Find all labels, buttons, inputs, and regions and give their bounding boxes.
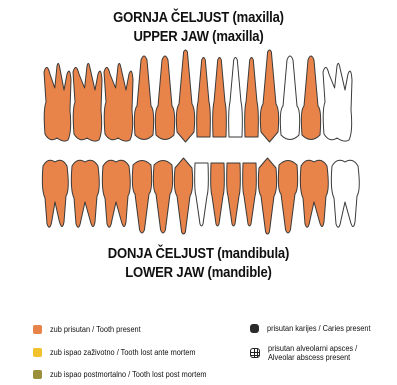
lower-tooth-7 [195,163,209,226]
upper-tooth-11 [260,50,278,142]
lower-tooth-8 [211,163,225,226]
lower-jaw-title-local: DONJA ČELJUST (mandibula) [20,246,377,262]
lower-tooth-9 [227,163,241,226]
lower-tooth-5 [153,161,172,234]
upper-tooth-14 [323,63,352,141]
lower-tooth-3 [102,160,130,227]
legend-caries-label: prisutan karijes / Caries present [267,324,371,333]
legend-abscess-label: prisutan alveolarni apsces / Alveolar ab… [268,344,357,362]
lower-tooth-4 [132,161,151,234]
upper-tooth-13 [301,56,320,140]
upper-tooth-7 [197,58,211,138]
legend-present-label: zub prisutan / Tooth present [50,325,141,334]
legend-lost-pm-label: zub ispao postmortalno / Tooth lost post… [50,370,207,379]
swatch-caries [250,324,259,333]
upper-tooth-12 [280,56,299,140]
lower-tooth-12 [278,161,297,234]
upper-tooth-9 [229,58,243,138]
legend-lost-am-label: zub ispao zaživotno / Tooth lost ante mo… [50,348,196,357]
upper-tooth-4 [134,56,153,140]
upper-tooth-1 [44,63,71,141]
legend-caries: prisutan karijes / Caries present [250,324,380,333]
dental-chart [0,0,397,245]
upper-tooth-6 [176,50,194,142]
legend-present: zub prisutan / Tooth present [33,325,149,334]
lower-tooth-14 [331,160,359,227]
legend-abscess: prisutan alveolarni apsces / Alveolar ab… [250,344,365,362]
lower-tooth-10 [243,163,257,226]
lower-tooth-13 [300,160,328,227]
upper-tooth-10 [245,58,259,138]
swatch-present [33,325,42,334]
lower-tooth-6 [174,158,192,234]
upper-tooth-2 [73,63,102,141]
lower-tooth-11 [258,158,276,234]
upper-tooth-3 [104,63,133,141]
legend-lost-ante-mortem: zub ispao zaživotno / Tooth lost ante mo… [33,348,208,357]
swatch-lost-ante-mortem [33,348,42,357]
legend-lost-post-mortem: zub ispao postmortalno / Tooth lost post… [33,370,220,379]
lower-tooth-1 [42,160,68,227]
swatch-lost-post-mortem [33,370,42,379]
lower-jaw-title-en: LOWER JAW (mandible) [20,265,377,281]
legend-abscess-label-line1: prisutan alveolarni apsces / [268,344,357,353]
lower-tooth-2 [71,160,99,227]
legend-abscess-label-line2: Alveolar abscess present [268,353,350,362]
abscess-grid-icon [250,348,260,358]
upper-tooth-5 [155,56,174,140]
upper-tooth-8 [213,58,227,138]
